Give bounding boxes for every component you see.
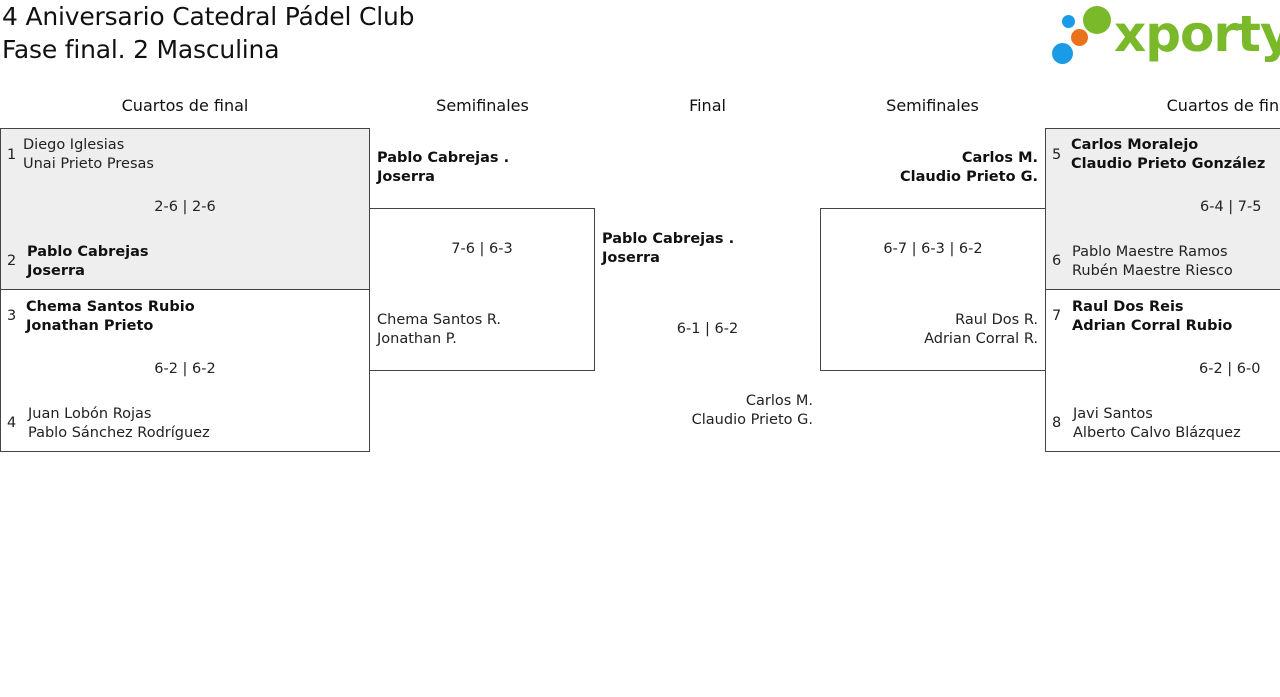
match-left-sf[interactable]: 7-6 | 6-3 Chema Santos R. Jonathan P. [369,208,595,371]
right-sf-team-b-player: Raul Dos R. [955,312,1038,328]
left-sf-team-a-player: Joserra [377,169,435,185]
player-name-winner: Carlos Moralejo [1071,137,1199,153]
player-name-winner: Joserra [27,263,85,279]
seed-number: 3 [7,308,17,324]
player-name: Pablo Sánchez Rodríguez [28,425,210,441]
player-name: Rubén Maestre Riesco [1072,263,1233,279]
round-header-final: Final [689,96,726,115]
player-name-winner: Chema Santos Rubio [26,299,195,315]
page-title: 4 Aniversario Catedral Pádel Club [2,2,415,31]
player-name-winner: Adrian Corral Rubio [1072,318,1233,334]
seed-number: 4 [7,415,17,431]
player-name-winner: Jonathan Prieto [26,318,154,334]
seed-number: 7 [1052,308,1062,324]
match-score: 7-6 | 6-3 [451,241,513,257]
match-left-qf-2[interactable]: 3 Chema Santos Rubio Jonathan Prieto 6-2… [0,289,370,452]
round-header-right-qf: Cuartos de final [1166,96,1280,115]
seed-number: 5 [1052,147,1062,163]
player-name-winner: Claudio Prieto González [1071,156,1266,172]
match-right-qf-2[interactable]: 7 Raul Dos Reis Adrian Corral Rubio 6-2 … [1045,289,1280,452]
player-name: Javi Santos [1073,406,1153,422]
match-score: 6-2 | 6-2 [154,361,216,377]
player-name: Juan Lobón Rojas [28,406,152,422]
seed-number: 2 [7,253,17,269]
page-subtitle: Fase final. 2 Masculina [2,35,280,64]
right-sf-team-a-player: Carlos M. [961,150,1038,166]
match-right-sf[interactable]: 6-7 | 6-3 | 6-2 Raul Dos R. Adrian Corra… [820,208,1046,371]
final-team-b-player: Claudio Prieto G. [691,412,813,428]
left-sf-team-b-player: Chema Santos R. [377,312,502,328]
player-name: Diego Iglesias [23,137,125,153]
xporty-logo[interactable]: xporty [1052,4,1280,68]
final-team-a-player: Pablo Cabrejas . [602,231,735,247]
player-name: Pablo Maestre Ramos [1072,244,1228,260]
match-score: 6-4 | 7-5 [1200,199,1262,215]
player-name: Alberto Calvo Blázquez [1073,425,1241,441]
player-name: Unai Prieto Presas [23,156,154,172]
player-name-winner: Pablo Cabrejas [27,244,149,260]
seed-number: 8 [1052,415,1062,431]
logo-dot-blue [1052,43,1073,64]
match-score: 6-7 | 6-3 | 6-2 [883,241,983,257]
right-sf-team-a-player: Claudio Prieto G. [899,169,1038,185]
seed-number: 6 [1052,253,1062,269]
left-sf-team-a-player: Pablo Cabrejas . [377,150,510,166]
logo-dot-blue-small [1062,15,1075,28]
seed-number: 1 [7,147,17,163]
right-sf-team-b-player: Adrian Corral R. [924,331,1038,347]
logo-text: xporty [1114,5,1280,63]
final-team-a-player: Joserra [602,250,660,266]
match-right-qf-1[interactable]: 5 Carlos Moralejo Claudio Prieto Gonzále… [1045,128,1280,290]
round-header-right-sf: Semifinales [886,96,979,115]
round-header-left-sf: Semifinales [436,96,529,115]
player-name-winner: Raul Dos Reis [1072,299,1184,315]
logo-dot-green [1083,6,1111,34]
final-team-b-player: Carlos M. [745,393,813,409]
final-score: 6-1 | 6-2 [676,321,739,337]
logo-dot-orange [1071,29,1088,46]
round-header-left-qf: Cuartos de final [121,96,249,115]
match-left-qf-1[interactable]: 1 Diego Iglesias Unai Prieto Presas 2-6 … [0,128,370,290]
left-sf-team-b-player: Jonathan P. [377,331,457,347]
match-score: 6-2 | 6-0 [1199,361,1261,377]
match-score: 2-6 | 2-6 [154,199,216,215]
